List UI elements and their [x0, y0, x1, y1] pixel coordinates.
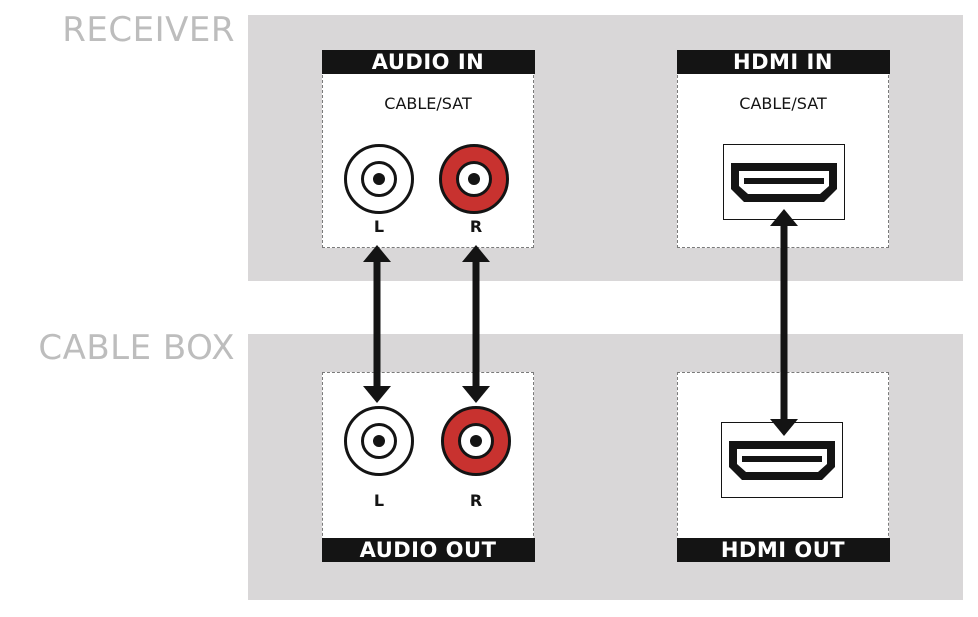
audio-in-right-jack-icon: [439, 144, 509, 214]
audio-in-source: CABLE/SAT: [384, 94, 472, 113]
hdmi-out-port-icon: [721, 422, 843, 498]
hdmi-in-panel: HDMI IN CABLE/SAT: [676, 49, 890, 248]
audio-out-header: AUDIO OUT: [321, 537, 535, 562]
hdmi-out-panel: HDMI OUT: [676, 372, 890, 562]
hdmi-connection-double-arrow-icon: [770, 209, 798, 436]
audio-in-header: AUDIO IN: [321, 49, 535, 74]
hdmi-in-source: CABLE/SAT: [739, 94, 827, 113]
cable-box-label: CABLE BOX: [38, 328, 235, 368]
audio-in-left-jack-icon: [344, 144, 414, 214]
audio-in-right-label: R: [469, 217, 483, 236]
audio-out-left-label: L: [373, 491, 385, 510]
hdmi-out-header: HDMI OUT: [676, 537, 890, 562]
hdmi-in-header: HDMI IN: [676, 49, 890, 74]
audio-out-right-jack-icon: [441, 406, 511, 476]
audio-right-connection-double-arrow-icon: [462, 245, 490, 403]
audio-in-left-label: L: [373, 217, 385, 236]
audio-in-panel: AUDIO IN CABLE/SAT L R: [321, 49, 535, 248]
hdmi-in-port-icon: [723, 144, 845, 220]
audio-left-connection-double-arrow-icon: [363, 245, 391, 403]
audio-out-left-jack-icon: [344, 406, 414, 476]
audio-out-right-label: R: [469, 491, 483, 510]
audio-out-panel: L R AUDIO OUT: [321, 372, 535, 562]
receiver-label: RECEIVER: [62, 10, 235, 50]
